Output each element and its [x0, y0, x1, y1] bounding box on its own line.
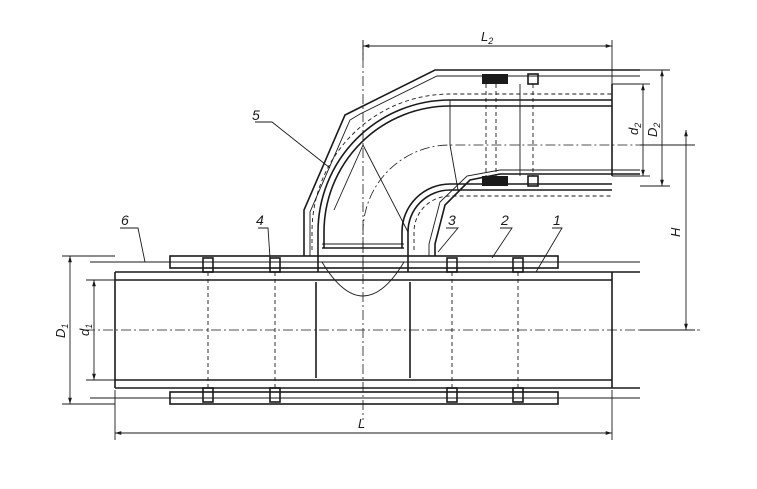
dimensions: [62, 40, 695, 440]
main-casing: [169, 255, 559, 405]
callout-leaders: [120, 121, 563, 273]
elbow-pipe: [311, 40, 640, 420]
dim-D2: D2: [645, 123, 662, 137]
dim-L: L: [358, 416, 365, 431]
dim-D1: D1: [53, 324, 70, 338]
callout-3: 3: [448, 212, 456, 228]
dim-d1: d1: [77, 324, 94, 336]
dim-L2: L2: [481, 29, 493, 46]
dim-H: H: [668, 227, 683, 237]
main-pipe: [85, 261, 700, 399]
callout-2: 2: [500, 212, 509, 228]
support-rings: [202, 257, 524, 403]
dim-d2: d2: [626, 123, 643, 135]
elbow-supports: [482, 73, 539, 187]
callout-4: 4: [256, 212, 264, 228]
callout-6: 6: [121, 212, 129, 228]
callout-1: 1: [553, 212, 561, 228]
labels: 5 6 4 3 2 1 L L2 H D2 d2 D1 d1: [53, 29, 683, 431]
callout-5: 5: [252, 107, 260, 123]
elbow-casing: [303, 69, 640, 256]
